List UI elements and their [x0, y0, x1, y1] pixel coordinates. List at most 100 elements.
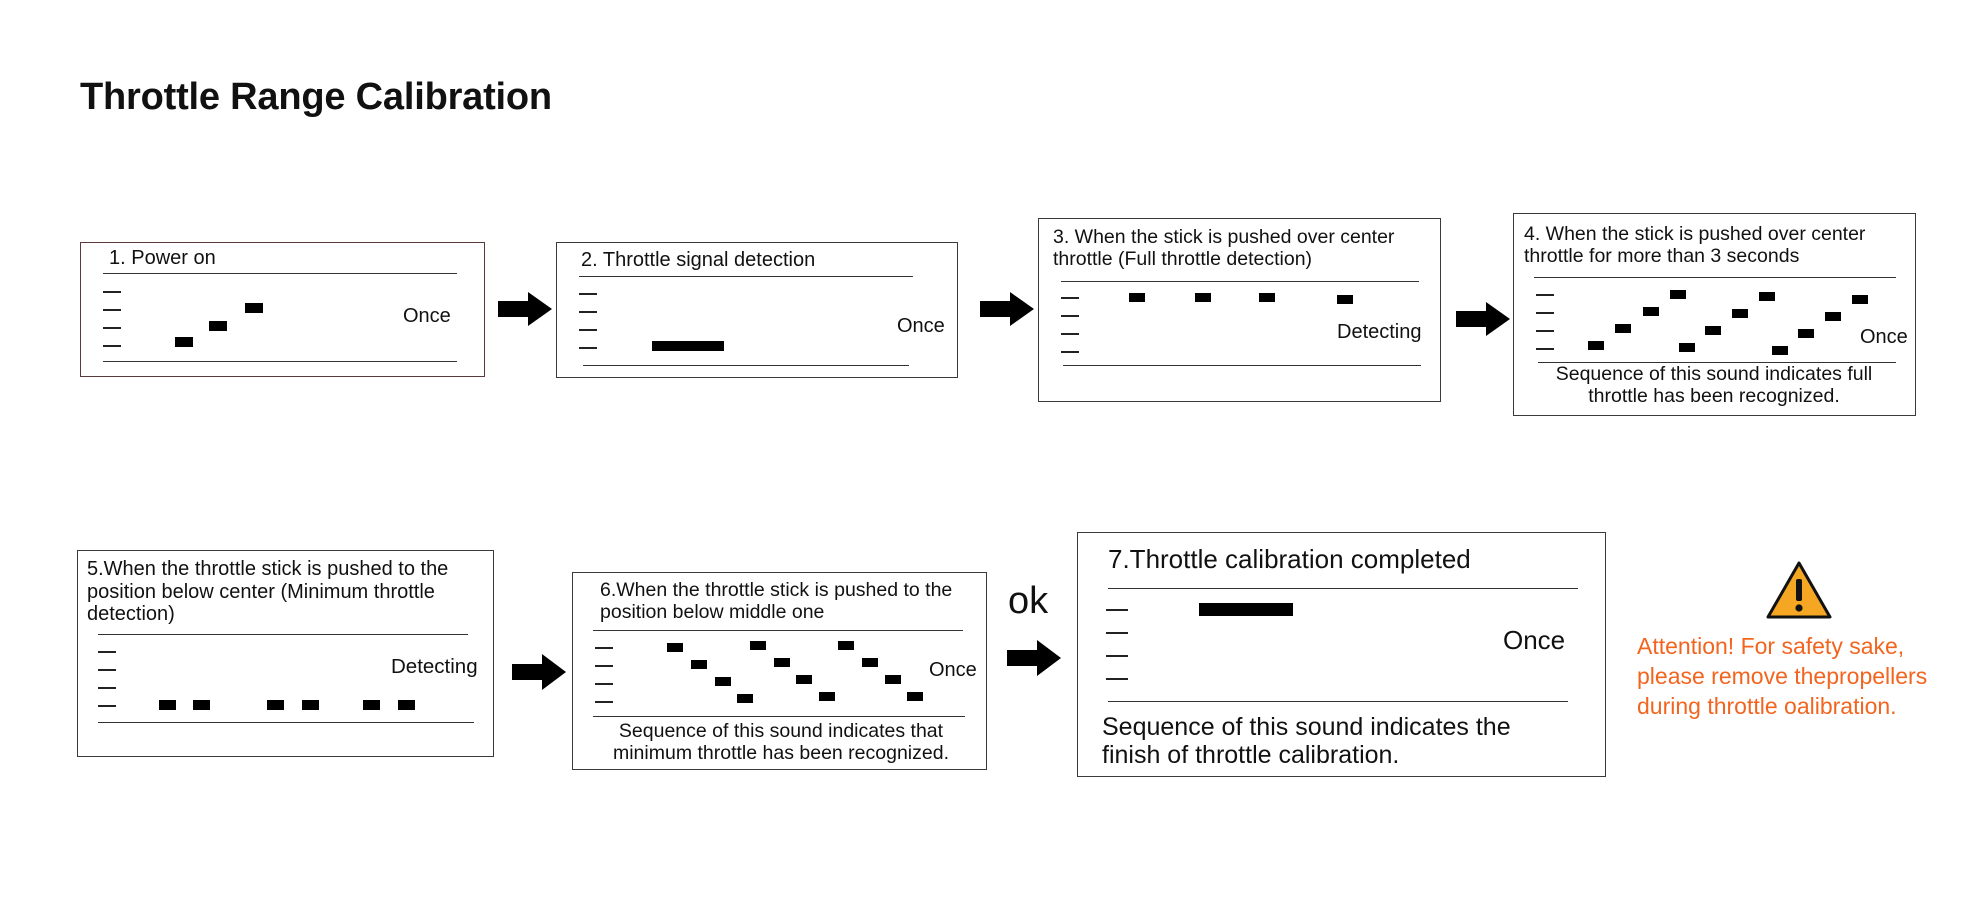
tone-level-marker: [1061, 297, 1079, 299]
beep-tone: [193, 700, 210, 710]
page-title: Throttle Range Calibration: [80, 76, 552, 118]
tone-level-marker: [1106, 678, 1128, 680]
tone-level-marker: [1061, 333, 1079, 335]
tone-level-marker: [579, 311, 597, 313]
step-2-note: Once: [897, 315, 945, 337]
tone-level-marker: [579, 329, 597, 331]
beep-tone: [737, 694, 753, 703]
tone-level-marker: [579, 293, 597, 295]
tone-level-marker: [103, 291, 121, 293]
step-2-box: 2. Throttle signal detection Once: [556, 242, 958, 378]
beep-tone: [1852, 295, 1868, 304]
beep-tone: [1259, 293, 1275, 302]
beep-tone: [1195, 293, 1211, 302]
beep-tone-long: [652, 341, 724, 351]
step-1-title: 1. Power on: [109, 247, 216, 269]
tone-level-marker: [1061, 351, 1079, 353]
beep-tone: [1705, 326, 1721, 335]
tone-level-marker: [1106, 655, 1128, 657]
tone-level-marker: [103, 309, 121, 311]
step-5-divider: [98, 634, 468, 635]
tone-level-marker: [1536, 294, 1554, 296]
beep-tone: [691, 660, 707, 669]
beep-tone: [1588, 341, 1604, 350]
step-6-box: 6.When the throttle stick is pushed to t…: [572, 572, 987, 770]
tone-level-marker: [579, 347, 597, 349]
step-5-note: Detecting: [391, 655, 478, 678]
step-6-title: 6.When the throttle stick is pushed to t…: [600, 579, 953, 624]
step-1-note: Once: [403, 305, 451, 327]
beep-tone: [302, 700, 319, 710]
tone-level-marker: [98, 669, 116, 671]
tone-level-marker: [1536, 348, 1554, 350]
beep-tone: [363, 700, 380, 710]
warning-line: please remove thepropellers: [1637, 662, 1928, 689]
beep-tone: [1825, 312, 1841, 321]
beep-tone: [398, 700, 415, 710]
step-4-box: 4. When the stick is pushed over center …: [1513, 213, 1916, 416]
step-2-title: 2. Throttle signal detection: [581, 249, 816, 271]
step-3-box: 3. When the stick is pushed over center …: [1038, 218, 1441, 402]
arrow-right-icon: [498, 292, 552, 326]
beep-tone: [667, 643, 683, 652]
tone-level-marker: [103, 345, 121, 347]
beep-tone: [209, 321, 227, 331]
arrow-right-icon: [1007, 640, 1061, 676]
beep-tone: [796, 675, 812, 684]
tone-level-marker: [98, 705, 116, 707]
beep-tone: [1679, 343, 1695, 352]
warning-triangle-icon: [1766, 561, 1832, 619]
beep-tone: [1759, 292, 1775, 301]
step-7-note: Once: [1503, 625, 1566, 655]
warning-line: Attention! For safety sake,: [1637, 633, 1905, 659]
beep-tone: [1732, 309, 1748, 318]
step-6-divider: [593, 630, 963, 631]
beep-tone: [885, 675, 901, 684]
tone-level-marker: [595, 647, 613, 649]
step-6-caption: Sequence of this sound indicates that mi…: [612, 720, 949, 764]
beep-tone: [245, 303, 263, 313]
warning-message: Attention! For safety sake, please remov…: [1637, 632, 1967, 722]
tone-level-marker: [1061, 315, 1079, 317]
step-5-title: 5.When the throttle stick is pushed to t…: [87, 558, 449, 626]
tone-level-marker: [595, 701, 613, 703]
beep-tone: [715, 677, 731, 686]
beep-tone: [1670, 290, 1686, 299]
beep-tone: [1643, 307, 1659, 316]
step-7-caption: Sequence of this sound indicates the fin…: [1102, 713, 1511, 769]
step-4-baseline: [1538, 362, 1896, 363]
ok-label: ok: [1008, 580, 1049, 622]
tone-level-marker: [1106, 632, 1128, 634]
step-5-box: 5.When the throttle stick is pushed to t…: [77, 550, 494, 757]
arrow-right-icon: [1456, 302, 1510, 336]
step-1-box: 1. Power on Once: [80, 242, 485, 377]
tone-level-marker: [103, 327, 121, 329]
step-4-caption: Sequence of this sound indicates full th…: [1555, 363, 1873, 407]
beep-tone: [1129, 293, 1145, 302]
beep-tone: [862, 658, 878, 667]
step-3-title: 3. When the stick is pushed over center …: [1053, 226, 1395, 271]
beep-tone: [267, 700, 284, 710]
beep-tone: [1615, 324, 1631, 333]
step-7-title: 7.Throttle calibration completed: [1108, 544, 1471, 574]
step-1-divider: [103, 273, 457, 274]
step-5-baseline: [98, 722, 474, 723]
arrow-right-icon: [980, 292, 1034, 326]
beep-tone: [838, 641, 854, 650]
beep-tone: [1772, 346, 1788, 355]
warning-line: during throttle oalibration.: [1637, 692, 1897, 719]
step-7-box: 7.Throttle calibration completed Once Se…: [1077, 532, 1606, 777]
tone-level-marker: [1536, 330, 1554, 332]
beep-tone: [750, 641, 766, 650]
tone-level-marker: [1106, 609, 1128, 611]
step-7-baseline: [1108, 701, 1568, 702]
beep-tone: [907, 692, 923, 701]
beep-tone-long: [1199, 603, 1293, 616]
step-6-note: Once: [929, 659, 977, 681]
step-1-baseline: [103, 361, 457, 362]
step-4-note: Once: [1860, 326, 1908, 348]
beep-tone: [159, 700, 176, 710]
tone-level-marker: [595, 683, 613, 685]
beep-tone: [1337, 295, 1353, 304]
tone-level-marker: [98, 687, 116, 689]
